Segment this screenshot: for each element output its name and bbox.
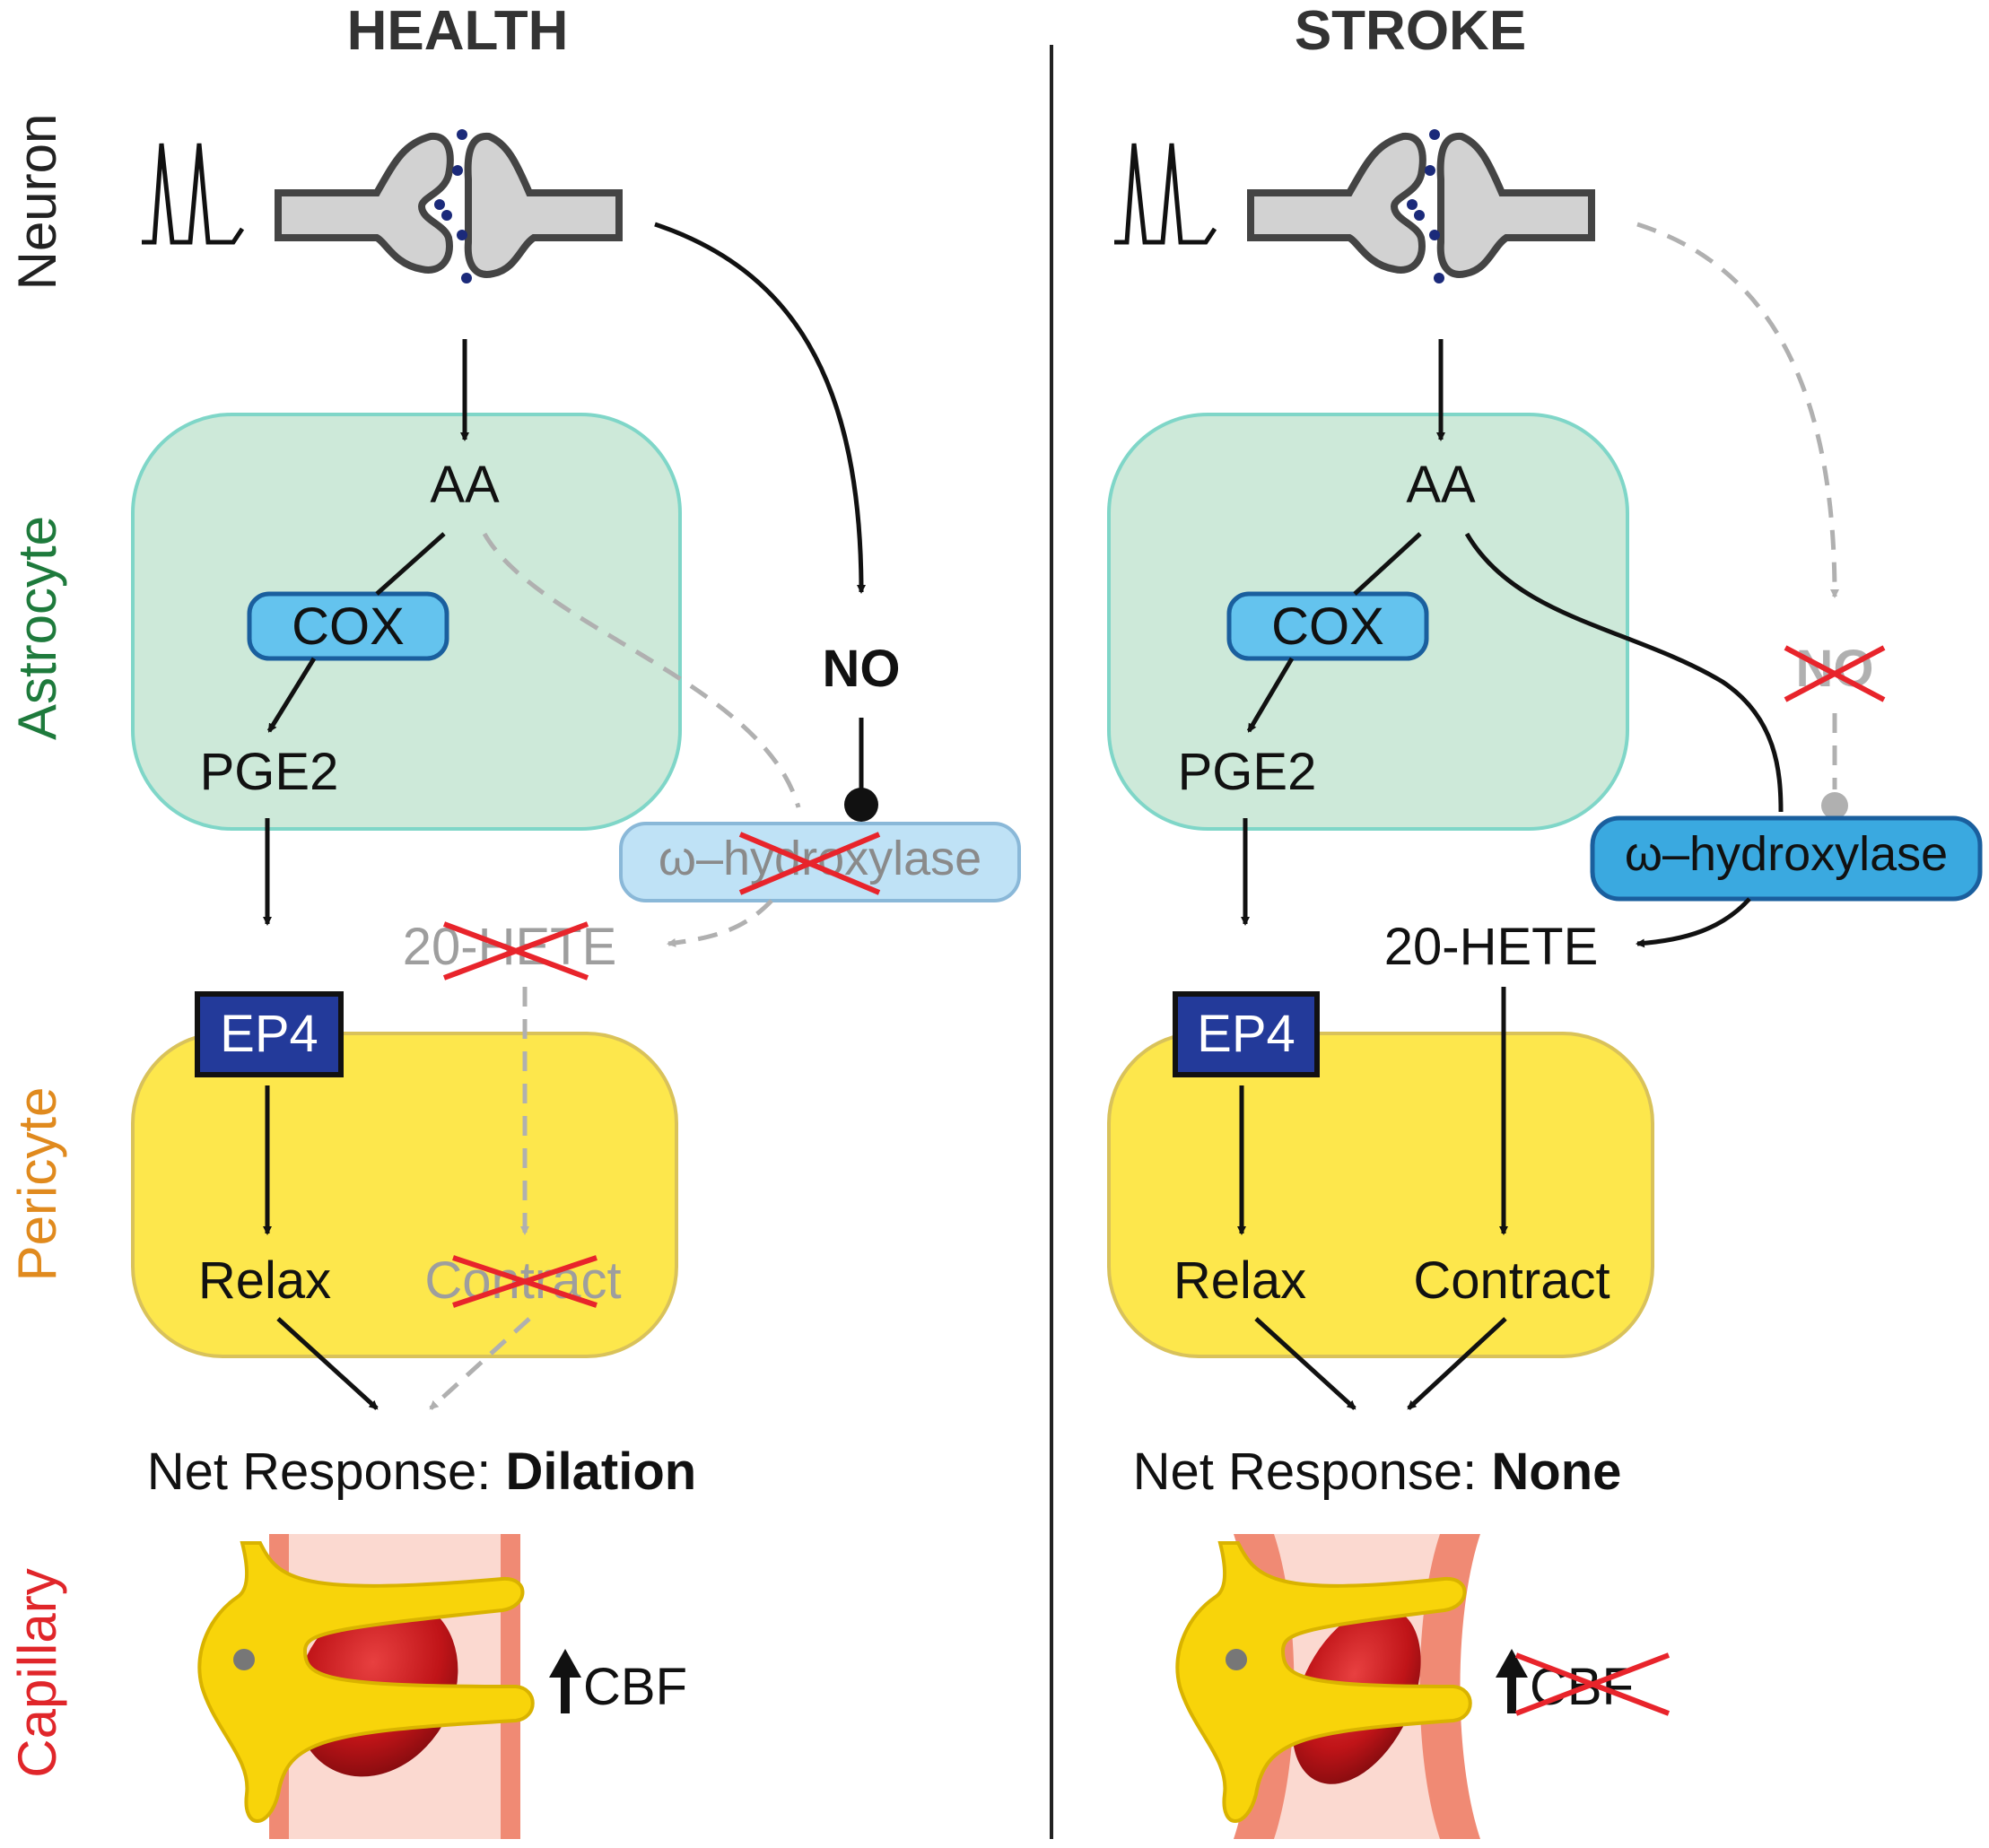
vesicle: [457, 230, 467, 240]
health-pge2-label: PGE2: [200, 743, 339, 801]
stroke-pericyte-wrap: [1175, 1541, 1472, 1823]
health-postsynaptic-terminal: [464, 132, 623, 278]
stroke-line-aa-to-hydroxylase: [1464, 532, 1784, 813]
row-label-astrocyte: Astrocyte: [7, 516, 67, 740]
vesicle: [1429, 230, 1440, 240]
stroke-arrow-cox-to-pge2: [1246, 657, 1295, 733]
vesicle: [441, 210, 452, 221]
stroke-arrow-hydroxylase-to-hete: [1636, 897, 1751, 948]
vesicle: [1429, 129, 1440, 140]
row-label-pericyte: Pericyte: [7, 1087, 67, 1282]
stroke-hydroxylase-enzyme: [1590, 815, 1983, 902]
health-cbf-up-arrow-icon: [549, 1649, 581, 1713]
stroke-contract-label: Contract: [1413, 1251, 1610, 1310]
health-neuron: [142, 129, 623, 283]
vesicle: [452, 165, 463, 176]
vesicle: [457, 129, 467, 140]
stroke-pericyte-nucleus: [1226, 1649, 1247, 1670]
stroke-pge2-label: PGE2: [1178, 743, 1317, 801]
health-no-label: NO: [823, 640, 901, 698]
stroke-capillary: CBF: [1175, 1534, 1671, 1839]
health-cbf-label: CBF: [583, 1658, 687, 1716]
stroke-presynaptic-terminal: [1247, 132, 1426, 274]
stroke-cbf-cross: [1514, 1652, 1671, 1716]
health-action-potential: [142, 143, 245, 245]
health-dashed-hydroxylase-to-hete: [667, 899, 773, 947]
vesicle: [461, 273, 472, 283]
health-arrow-relax-to-net: [276, 1317, 379, 1410]
stroke-no-inhibition-dot: [1821, 792, 1848, 819]
stroke-arrow-contract-to-net: [1407, 1317, 1507, 1410]
vesicle: [1425, 165, 1435, 176]
health-net-response: Net Response: Dilation: [147, 1443, 696, 1501]
health-ep4-receptor: [195, 991, 344, 1077]
stroke-hydroxylase-label: ω–hydroxylase: [1625, 827, 1948, 881]
vesicle: [434, 199, 445, 210]
vesicle: [1407, 199, 1418, 210]
health-capillary: CBF: [197, 1534, 687, 1839]
health-hydroxylase-cross: [738, 832, 881, 895]
health-title: HEALTH: [347, 0, 569, 62]
health-arrow-neuron-to-no: [654, 222, 866, 594]
stroke-relax-label: Relax: [1173, 1251, 1306, 1310]
health-ep4-label: EP4: [220, 1005, 318, 1063]
stroke-aa-label: AA: [1406, 456, 1476, 514]
stroke-ep4-label: EP4: [1197, 1005, 1295, 1063]
stroke-ep4-receptor: [1173, 991, 1320, 1077]
health-no-inhibition-dot: [844, 788, 878, 822]
health-arrow-cox-to-pge2: [266, 657, 317, 733]
stroke-neuron: [1114, 129, 1595, 283]
health-presynaptic-terminal: [275, 132, 454, 274]
stroke-line-aa-to-cox: [1353, 532, 1422, 596]
stroke-title: STROKE: [1295, 0, 1526, 62]
health-dashed-aa-to-hydroxylase: [482, 532, 801, 808]
health-relax-label: Relax: [198, 1251, 331, 1310]
health-aa-label: AA: [430, 456, 500, 514]
stroke-postsynaptic-terminal: [1436, 132, 1595, 278]
stroke-arrow-relax-to-net: [1254, 1317, 1357, 1410]
row-label-neuron: Neuron: [7, 114, 67, 291]
vesicle: [1414, 210, 1425, 221]
stroke-no-cross: [1784, 645, 1886, 702]
row-label-capillary: Capillary: [7, 1568, 67, 1777]
stroke-cox-enzyme: [1226, 591, 1429, 661]
stroke-pericyte-cell: [1107, 1032, 1654, 1358]
health-dashed-contract-to-net: [429, 1317, 531, 1410]
health-line-aa-to-cox: [375, 532, 446, 596]
stroke-panel: STROKE AA COX PGE2 NO: [1107, 0, 1983, 1839]
stroke-cbf-up-arrow-icon: [1496, 1649, 1528, 1713]
health-hete-cross: [442, 921, 589, 981]
health-hydroxylase-enzyme: [619, 822, 1021, 902]
health-pericyte-wrap: [197, 1541, 535, 1823]
health-cox-label: COX: [292, 597, 405, 656]
stroke-net-response: Net Response: None: [1133, 1443, 1622, 1501]
health-panel: HEALTH AA COX PGE2 NO ω–hyd: [131, 0, 1021, 1839]
stroke-dashed-neuron-to-no: [1636, 222, 1839, 598]
stroke-cox-label: COX: [1271, 597, 1384, 656]
stroke-hete-label: 20-HETE: [1384, 918, 1599, 976]
vesicle: [1434, 273, 1444, 283]
health-cox-enzyme: [247, 591, 449, 661]
health-pericyte-nucleus: [233, 1649, 255, 1670]
health-contract-cross: [452, 1255, 598, 1308]
stroke-action-potential: [1114, 143, 1217, 245]
